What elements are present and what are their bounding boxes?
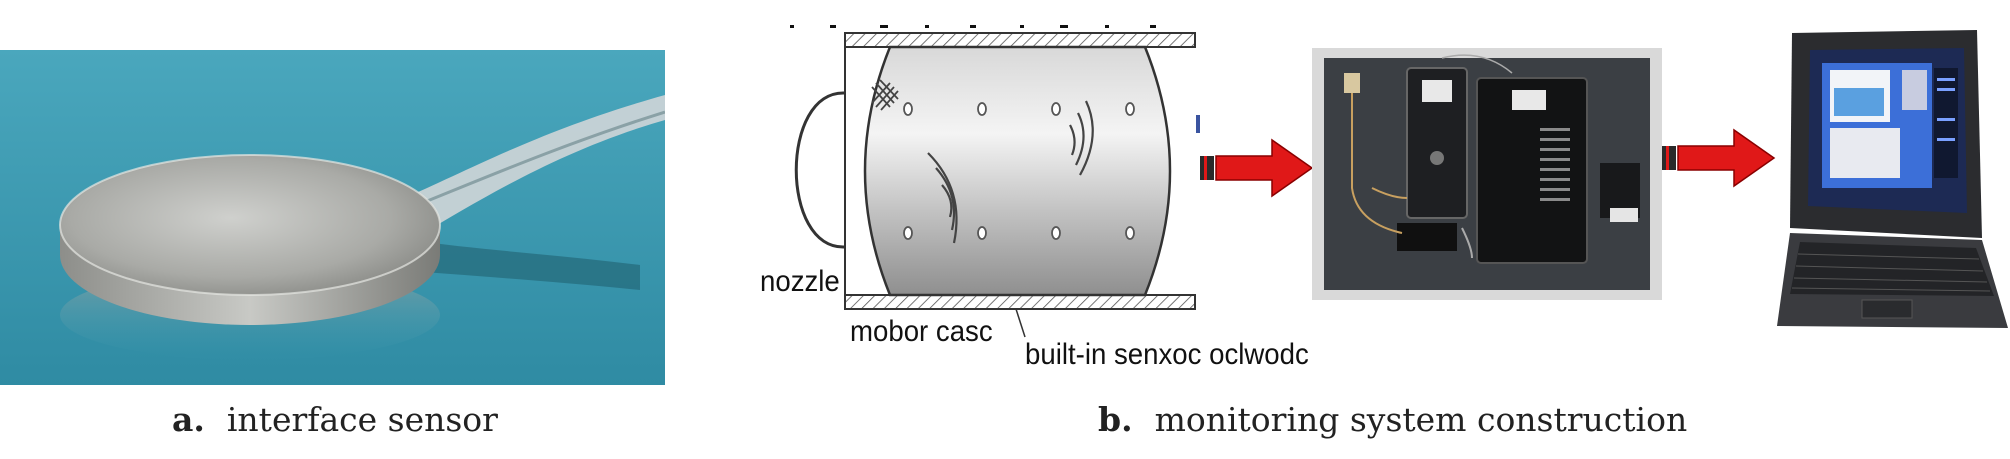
arrow-icon <box>1200 138 1314 198</box>
caption-b: b. monitoring system construction <box>1098 400 1687 439</box>
caption-b-text: monitoring system construction <box>1154 400 1688 439</box>
data-acquisition-board-photo <box>1312 48 1662 300</box>
interface-sensor-photo <box>0 50 665 385</box>
flow-arrow-2 <box>1662 128 1777 188</box>
motor-case-drawing <box>790 25 1200 338</box>
label-nozzle: nozzle <box>760 265 840 298</box>
caption-a-text: interface sensor <box>226 400 498 439</box>
laptop-computer-photo <box>1772 28 2010 348</box>
caption-a-letter: a. <box>172 400 205 439</box>
motor-case-schematic <box>760 25 1210 345</box>
flow-arrow-1 <box>1200 138 1315 198</box>
laptop-icon <box>1777 30 2008 328</box>
label-motor-case: mobor casc <box>850 315 993 348</box>
caption-b-letter: b. <box>1098 400 1133 439</box>
caption-a: a. interface sensor <box>172 400 498 439</box>
label-built-in-sensor: built-in senxoc oclwodc <box>1025 338 1309 371</box>
sensor-photo-illustration <box>0 50 665 385</box>
arrow-icon <box>1662 128 1776 188</box>
acquisition-board-illustration <box>1312 48 1662 300</box>
